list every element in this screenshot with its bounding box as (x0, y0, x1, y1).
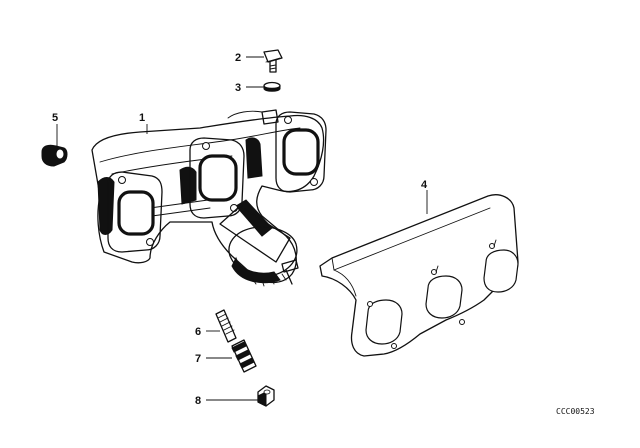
callout-5: 5 (52, 112, 58, 124)
leader-lines (56, 56, 428, 401)
heat-shield[interactable] (319, 194, 519, 357)
callout-1: 1 (139, 112, 145, 124)
bolt[interactable] (263, 49, 283, 73)
cap-nut[interactable] (41, 144, 68, 167)
callout-4: 4 (421, 179, 428, 191)
stud[interactable] (215, 309, 237, 343)
callout-7: 7 (195, 353, 201, 365)
diagram-code: CCC00523 (556, 407, 595, 416)
callout-2: 2 (235, 52, 241, 64)
hex-nut[interactable] (257, 385, 275, 407)
spring-sleeve[interactable] (231, 339, 257, 373)
callout-8: 8 (195, 395, 201, 407)
callout-3: 3 (235, 82, 241, 94)
callout-6: 6 (195, 326, 201, 338)
washer[interactable] (263, 81, 281, 92)
exhaust-manifold[interactable] (91, 109, 327, 287)
